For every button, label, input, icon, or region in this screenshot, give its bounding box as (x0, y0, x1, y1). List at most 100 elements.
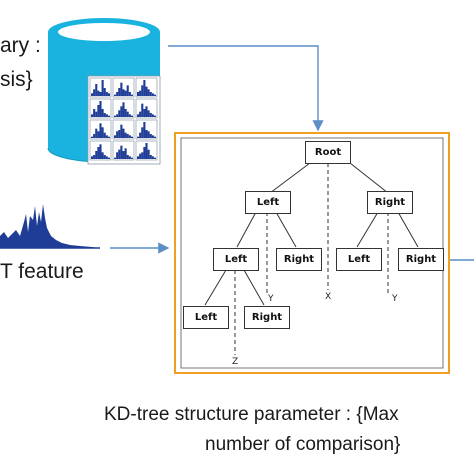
histogram-thumbnail-bar (151, 135, 154, 138)
histogram-thumbnail-bar (107, 93, 110, 96)
histogram-thumbnail-bar (97, 90, 100, 96)
histogram-thumbnail-bar (145, 106, 148, 117)
histogram-thumbnail-bar (107, 157, 110, 159)
tree-node-left-right: Right (276, 248, 322, 271)
histogram-thumbnail-bar (145, 143, 148, 159)
histogram-thumbnail-bar (101, 127, 104, 138)
histogram-thumbnail-bar (116, 131, 119, 138)
tree-node-left-left: Left (213, 248, 259, 271)
histogram-thumbnail-bar (105, 156, 108, 159)
feature-label: T feature (0, 260, 84, 283)
histogram-thumbnail-bar (130, 136, 133, 138)
histogram-thumbnail-bar (103, 113, 106, 117)
histogram-thumbnail-bar (124, 148, 127, 159)
histogram-thumbnail-bar (91, 93, 94, 96)
histogram-thumbnail-bar (141, 85, 144, 96)
histogram-thumbnail-bar (128, 114, 131, 117)
histogram-thumbnail-bar (153, 115, 156, 117)
histogram-thumbnail-bar (151, 156, 154, 159)
histogram-thumbnail-bar (122, 151, 125, 159)
histogram-thumbnail-bar (122, 102, 125, 117)
histogram-thumbnail-bar (147, 110, 150, 117)
histogram-thumbnail-bar (116, 92, 119, 96)
histogram-thumbnail-bar (95, 151, 98, 159)
histogram-thumbnail-bar (147, 89, 150, 96)
histogram-feature-icon (0, 204, 100, 249)
histogram-thumbnail-bar (149, 134, 152, 138)
histogram-thumbnail-bar (93, 155, 96, 159)
histogram-thumbnail-bar (139, 132, 142, 138)
histogram-thumbnail-bar (151, 114, 154, 117)
histogram-thumbnail-bar (105, 92, 108, 96)
histogram-thumbnail-bar (101, 152, 104, 159)
tree-node-right-right: Right (398, 248, 444, 271)
tree-node-right: Right (367, 191, 413, 214)
histogram-thumbnail-bar (130, 115, 133, 117)
histogram-thumbnail-bar (153, 157, 156, 159)
histogram-thumbnail-bar (120, 106, 123, 117)
histogram-thumbnail-bar (124, 132, 127, 138)
histogram-thumbnail-bar (105, 135, 108, 138)
library-label-line2: sis} (0, 68, 33, 91)
histogram-thumbnail-bar (139, 90, 142, 96)
histogram-thumbnail-bar (101, 80, 104, 96)
histogram-thumbnail-bar (145, 86, 148, 96)
histogram-thumbnail-bar (93, 134, 96, 138)
histogram-thumbnail-bar (107, 136, 110, 138)
histogram-thumbnail-bar (149, 92, 152, 96)
histogram-thumbnail-bar (93, 89, 96, 96)
histogram-thumbnail-bar (153, 94, 156, 96)
histogram-thumbnail-bar (116, 152, 119, 159)
histogram-thumbnail-bar (128, 92, 131, 96)
histogram-thumbnail-bar (99, 101, 102, 117)
tree-node-root: Root (305, 141, 351, 164)
histogram-thumbnail-bar (95, 111, 98, 117)
histogram-thumbnail-bar (126, 85, 129, 96)
histogram-thumbnail-bar (124, 109, 127, 117)
histogram-thumbnail-bar (107, 115, 110, 117)
histogram-thumbnail-bar (99, 92, 102, 96)
histogram-thumbnail-bar (130, 157, 133, 159)
histogram-thumbnail-bar (128, 156, 131, 159)
histogram-thumbnail-bar (130, 94, 133, 96)
histogram-thumbnail-bar (101, 109, 104, 117)
histogram-thumbnail-bar (137, 114, 140, 117)
histogram-thumbnail-bar (118, 88, 121, 96)
histogram-thumbnail-bar (118, 110, 121, 117)
tree-node-left-left-right: Right (244, 306, 290, 329)
histogram-thumbnail-bar (126, 111, 129, 117)
histogram-thumbnail-bar (105, 114, 108, 117)
histogram-thumbnail-bar (137, 92, 140, 96)
histogram-thumbnail-bar (103, 155, 106, 159)
histogram-thumbnail-bar (114, 115, 117, 117)
axis-label-x: X (325, 292, 332, 302)
histogram-thumbnail-bar (141, 103, 144, 117)
histogram-thumbnail-bar (91, 156, 94, 159)
histogram-thumbnail-bar (91, 114, 94, 117)
histogram-thumbnail-bar (137, 136, 140, 138)
histogram-thumbnail-bar (103, 132, 106, 138)
histogram-thumbnail-bar (141, 127, 144, 138)
axis-label-y-right: Y (392, 294, 398, 304)
histogram-thumbnail-bar (103, 88, 106, 96)
histogram-thumbnail-bar (97, 105, 100, 117)
histogram-thumbnail-bar (120, 82, 123, 96)
histogram-thumbnail-bar (97, 131, 100, 138)
histogram-thumbnail-bar (147, 131, 150, 138)
histogram-thumbnail-bar (124, 90, 127, 96)
library-to-tree-arrow (168, 45, 324, 132)
histogram-thumbnail-bar (147, 149, 150, 159)
histogram-thumbnail-bar (143, 109, 146, 117)
histogram-thumbnail-bar (141, 152, 144, 159)
tree-node-right-left: Left (336, 248, 382, 271)
histogram-thumbnail-bar (122, 89, 125, 96)
axis-label-z: Z (232, 357, 239, 367)
histogram-thumbnail-bar (139, 111, 142, 117)
tree-split-lines (234, 163, 389, 355)
tree-node-left: Left (245, 191, 291, 214)
histogram-thumbnail-bar (149, 155, 152, 159)
histogram-thumbnail-bar (126, 134, 129, 138)
histogram-thumbnail-bar (143, 147, 146, 159)
histogram-thumbnail-bar (114, 157, 117, 159)
